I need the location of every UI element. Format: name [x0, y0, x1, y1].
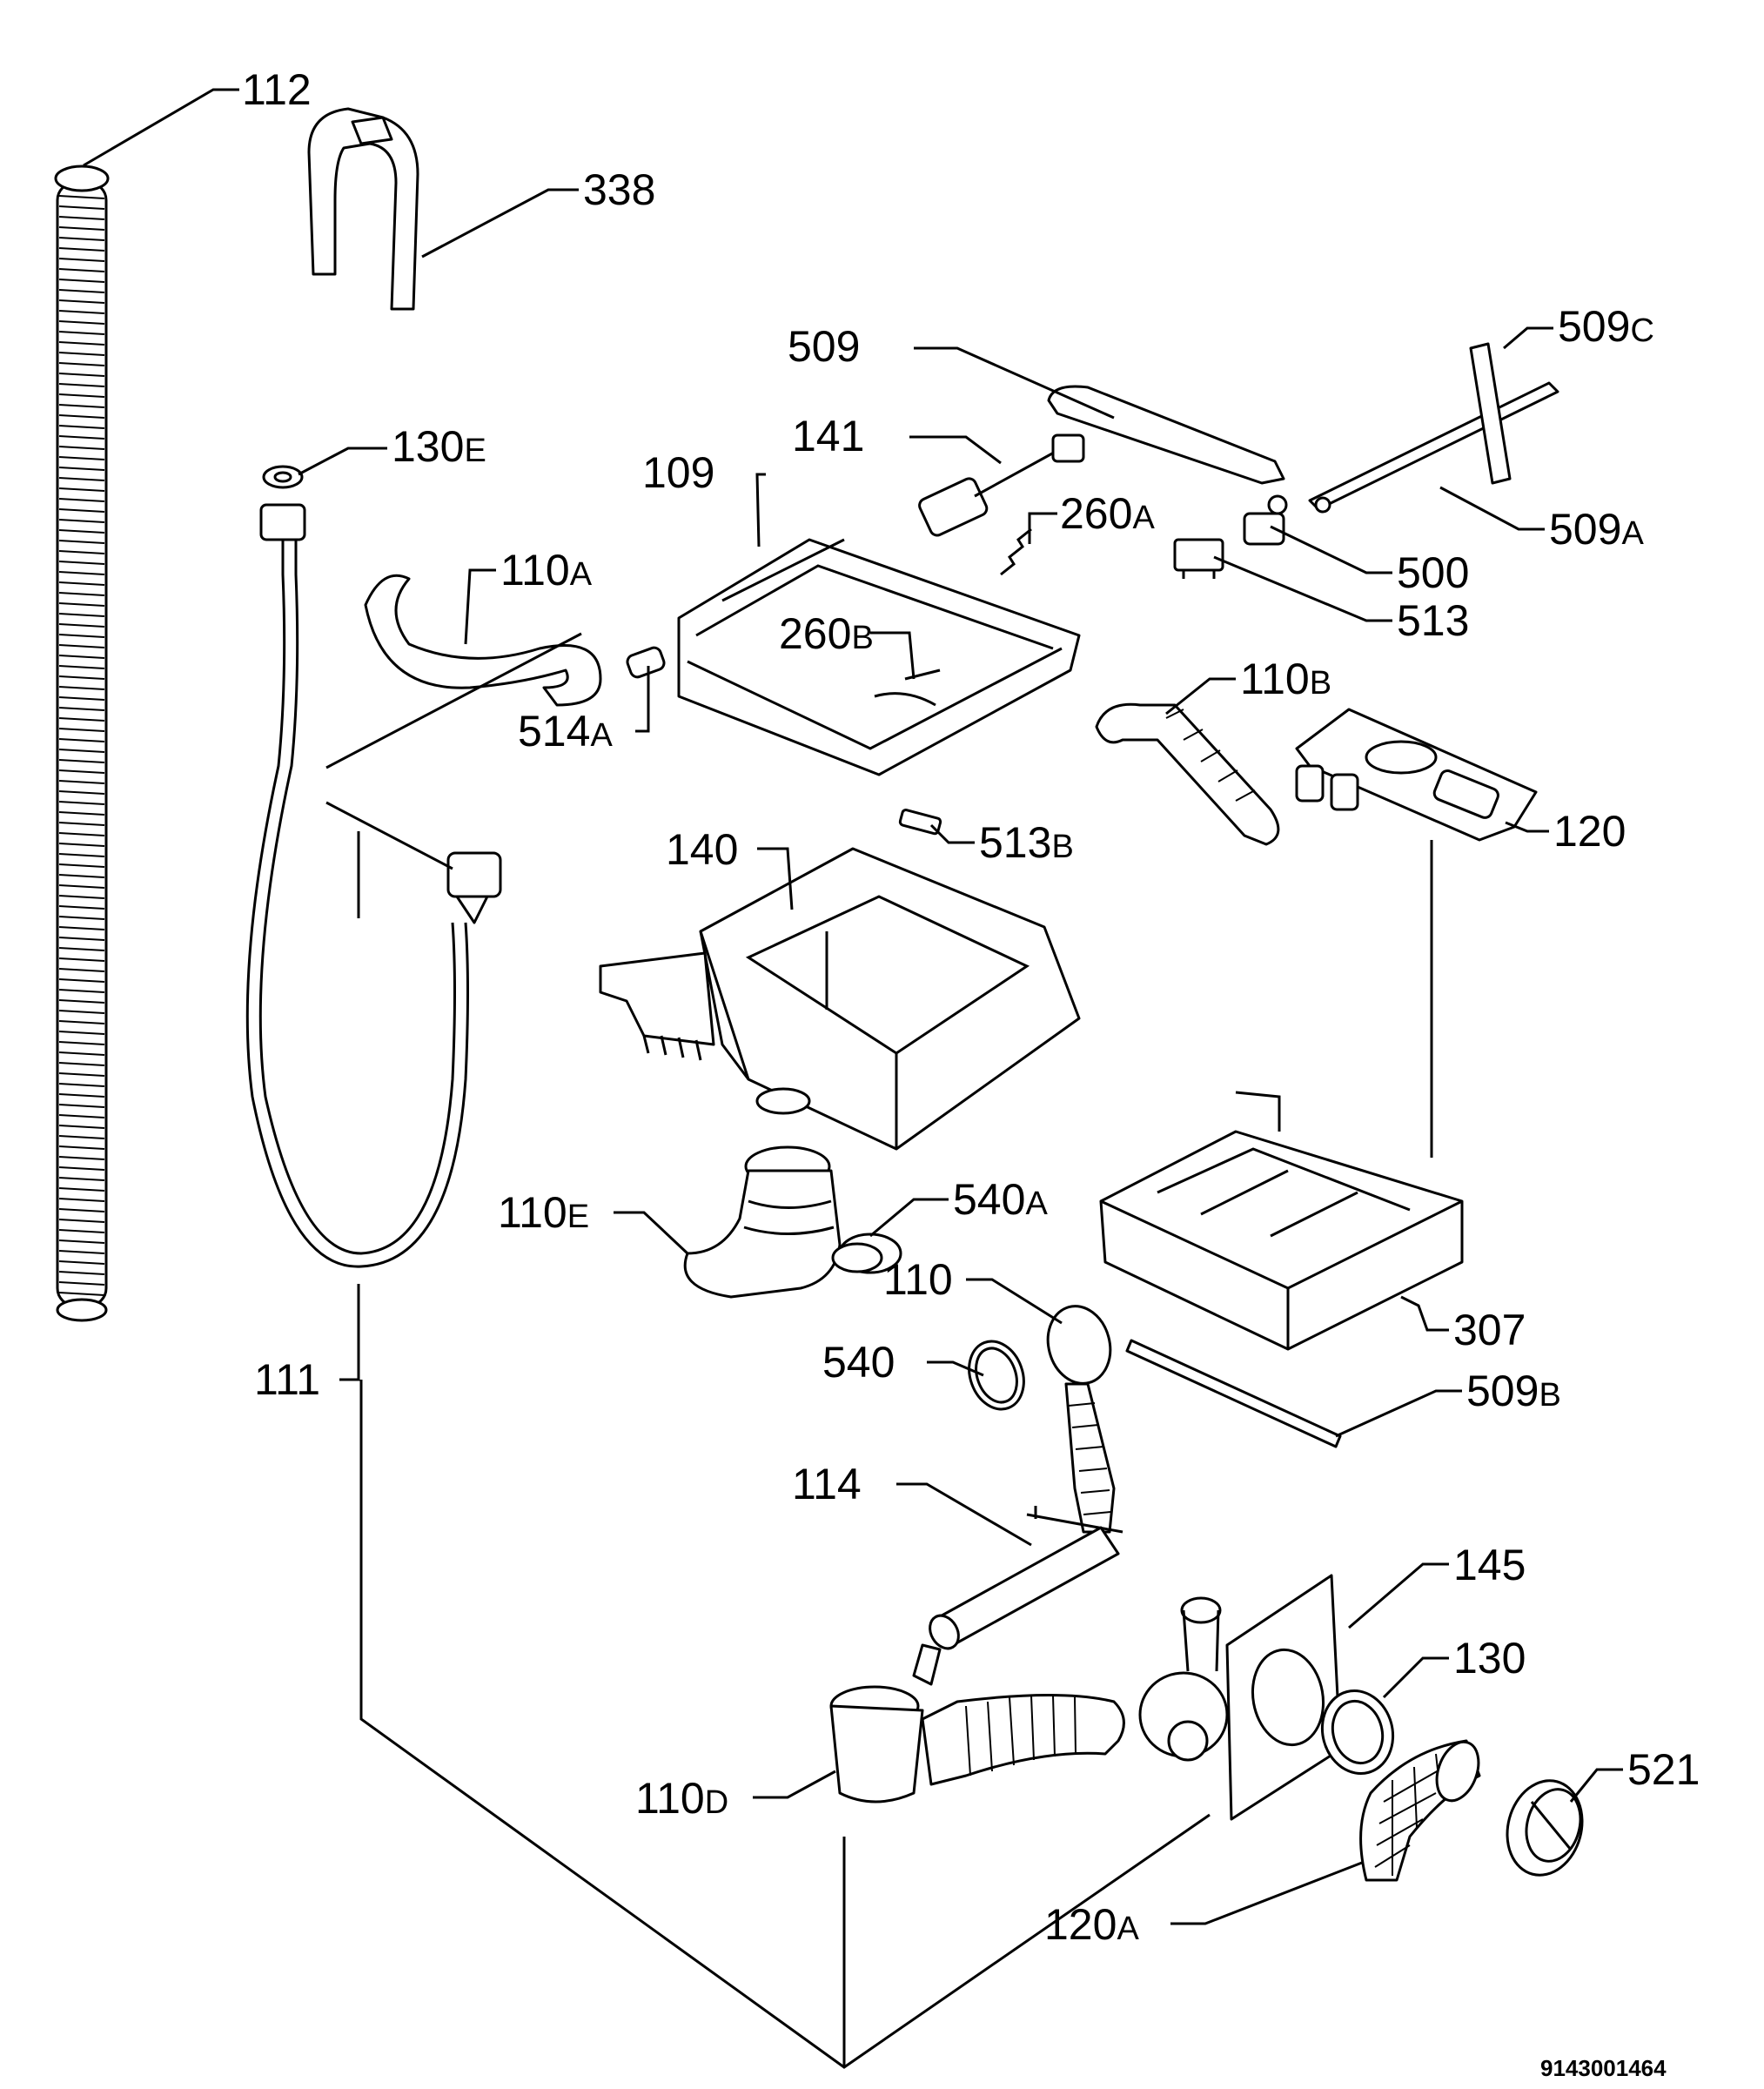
part-109-dispenser-frame [677, 538, 1081, 776]
leader-lines [83, 88, 1623, 1925]
label-110e: 110E [498, 1188, 589, 1237]
part-140-dispenser-box [599, 847, 1081, 1151]
label-145: 145 [1453, 1541, 1526, 1589]
label-307: 307 [1453, 1306, 1526, 1354]
label-509a: 509A [1549, 505, 1644, 554]
part-130-pump-seal [1320, 1689, 1395, 1776]
label-130: 130 [1453, 1634, 1526, 1683]
label-110d: 110D [635, 1774, 728, 1823]
part-120-dispenser-cover [1295, 708, 1538, 842]
label-130e: 130E [392, 422, 486, 471]
label-114: 114 [792, 1460, 862, 1508]
part-110b-corrugated-hose [1095, 702, 1280, 846]
label-509: 509 [788, 322, 860, 371]
part-540-clamp [968, 1340, 1025, 1411]
part-130e-seal [262, 465, 304, 489]
part-513-holder [1173, 538, 1224, 579]
label-509b: 509B [1466, 1367, 1561, 1415]
label-540: 540 [822, 1338, 895, 1387]
label-513: 513 [1397, 596, 1469, 645]
part-500-actuator [1243, 494, 1288, 546]
part-110a-curved-hose [364, 574, 602, 707]
part-145-pump-housing [1138, 1574, 1342, 1821]
label-111: 111 [254, 1355, 320, 1404]
part-114-tube [929, 1506, 1123, 1650]
label-141: 141 [792, 412, 864, 460]
label-109: 109 [642, 448, 714, 497]
part-111-inlet-hose [245, 503, 502, 1268]
part-110d-sump-hose [829, 1643, 1125, 1804]
part-338-hose-bracket [307, 107, 419, 311]
label-500: 500 [1397, 548, 1469, 597]
label-120: 120 [1553, 807, 1626, 856]
part-307-detergent-drawer [1099, 1091, 1464, 1351]
label-338: 338 [583, 165, 655, 214]
part-110-corrugated-hose [1046, 1305, 1116, 1534]
part-513b-clip [898, 809, 942, 836]
part-110e-bellow [683, 1145, 902, 1299]
label-513b: 513B [979, 818, 1074, 867]
label-260b: 260B [779, 609, 874, 658]
assembly-lines [325, 632, 1433, 2069]
part-141-valve [918, 433, 1085, 537]
label-514a: 514A [518, 707, 613, 756]
part-509a-lever-rod [1308, 342, 1559, 514]
label-110a: 110A [500, 546, 593, 594]
label-521: 521 [1627, 1745, 1700, 1794]
part-514a-connector [626, 646, 666, 679]
part-260b-spring [874, 692, 936, 707]
label-140: 140 [666, 825, 738, 874]
part-260a-spring [1000, 527, 1032, 576]
label-540a: 540A [953, 1175, 1048, 1224]
label-112: 112 [242, 65, 312, 114]
label-110b: 110B [1240, 655, 1331, 703]
part-509-lever [1047, 385, 1285, 485]
part-120a-filter [1359, 1739, 1481, 1882]
part-112-corrugated-hose [54, 165, 110, 1322]
drawing-code: 9143001464 [1540, 2055, 1667, 2081]
label-509c: 509C [1558, 302, 1654, 351]
part-540a-clamp [831, 1242, 883, 1273]
label-260a: 260A [1060, 489, 1155, 538]
part-labels: 112 338 509 509C 141 130E 109 260A 509A … [242, 65, 1700, 1949]
label-110: 110 [883, 1255, 953, 1304]
part-521-pump-cap [1506, 1779, 1584, 1877]
part-509b-rod [1125, 1339, 1342, 1448]
label-120a: 120A [1044, 1900, 1139, 1949]
